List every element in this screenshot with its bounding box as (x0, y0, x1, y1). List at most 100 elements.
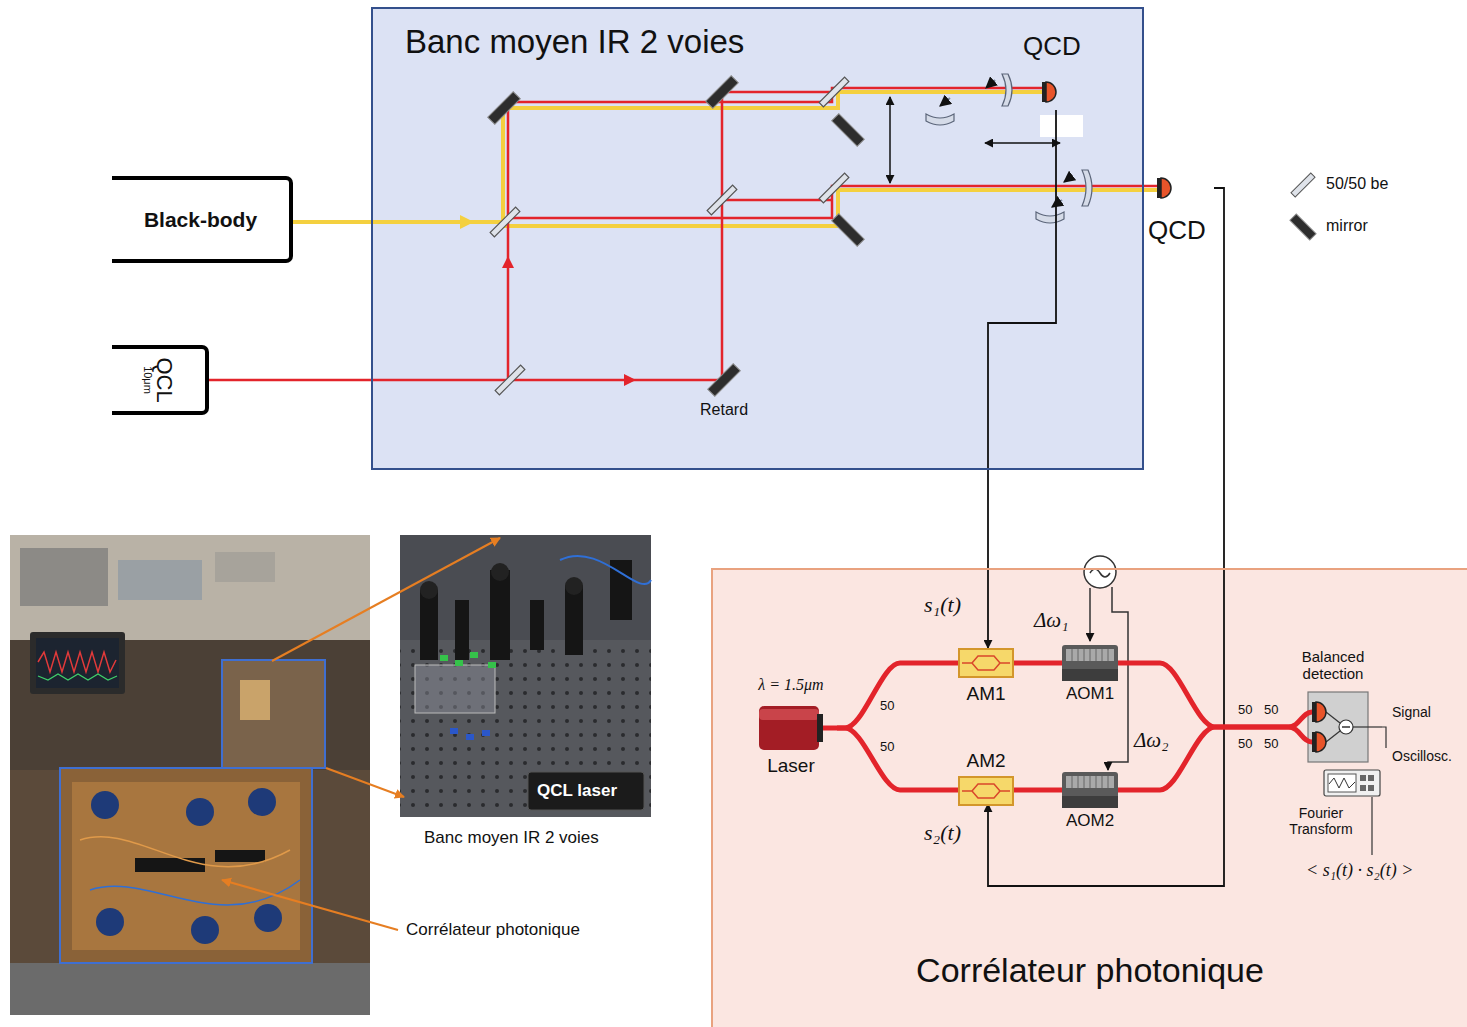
mirror-symbol (488, 76, 865, 397)
signal-label: s₁(t) (924, 592, 961, 617)
leader-line (326, 768, 404, 797)
node-text: QCD (1148, 216, 1206, 246)
mirror-swatch (1290, 214, 1316, 240)
node-text: 10μm (141, 357, 153, 402)
legend-swatch (1288, 212, 1318, 242)
lab-photo (38, 674, 117, 680)
lens-symbol (1082, 170, 1092, 206)
bench-fill (371, 7, 1144, 470)
mirror-symbol (832, 214, 865, 247)
lab-photo (10, 535, 370, 1015)
bench-panel: Banc moyen IR 2 voiesQCD (371, 7, 1144, 470)
legend-text: mirror (1326, 217, 1368, 235)
leader-line (222, 538, 500, 930)
laser: λ = 1.5μmLaser (745, 676, 837, 780)
bench-photo (420, 590, 438, 660)
beam-arrow (460, 215, 474, 229)
lab-photo (118, 560, 202, 600)
node-text: Balanced detection (1288, 648, 1378, 683)
signal-label: s₂(t) (924, 820, 961, 845)
light-beam (503, 190, 1160, 226)
bench-photo (610, 560, 632, 620)
beamsplitter-symbol (707, 185, 737, 215)
light-beam (209, 88, 1160, 380)
light-beam (508, 88, 1046, 218)
node-text: AM1 (966, 683, 1005, 705)
lab-photo (222, 660, 325, 768)
optical-fiber (1014, 661, 1062, 666)
bench-photo (400, 535, 651, 640)
lab-photo (72, 782, 300, 950)
beam-arrow (624, 374, 636, 386)
adjust-arrow (986, 80, 995, 88)
bench-photo (400, 535, 651, 817)
bench-photo (565, 585, 583, 655)
optical-fiber (1118, 663, 1288, 727)
oscilloscope: Oscillosc. (1316, 748, 1462, 798)
lab-photo (38, 652, 116, 672)
annotation-label: Δω₂ (1134, 728, 1168, 752)
light-beam (722, 92, 832, 380)
bench-photo (528, 772, 644, 810)
annotation-label: 50 (1238, 703, 1252, 718)
annotation-label: Retard (700, 401, 748, 419)
lab-photo (60, 768, 312, 963)
annotation-label: < s₁(t) · s₂(t) > (1306, 860, 1413, 881)
translation-arrow (889, 97, 891, 183)
rotated-text-group: QCL10μm (141, 357, 176, 402)
bench-photo (530, 600, 544, 650)
mirror-symbol (708, 364, 741, 397)
adjust-arrow (1052, 200, 1062, 207)
source-box: Black-body (112, 176, 293, 263)
light-beam (209, 379, 724, 382)
light-beam (293, 92, 1160, 226)
lab-photo (90, 880, 300, 905)
lab-photo (20, 548, 108, 606)
lab-photo (135, 858, 205, 872)
rf-oscillator (1090, 569, 1110, 577)
legend-swatch (1288, 170, 1318, 200)
annotation-label: QCL laser (537, 781, 617, 801)
acousto-optic-modulator: AOM2 (1062, 772, 1118, 832)
annotation-label: Banc moyen IR 2 voies (424, 828, 599, 848)
bench-photo (400, 535, 651, 817)
node-text: QCL (153, 357, 176, 402)
annotation-label: Corrélateur photonique (406, 920, 580, 940)
lab-photo (248, 788, 276, 816)
signal-wire (1382, 727, 1386, 748)
lens-symbol (1002, 74, 1012, 106)
legend-text: 50/50 be (1326, 175, 1388, 193)
lab-photo (30, 632, 125, 694)
optical-fiber (1014, 788, 1062, 793)
node-text: QCD (1023, 32, 1081, 62)
bench-photo (560, 556, 651, 584)
lab-photo (222, 660, 325, 768)
bench-photo (491, 563, 509, 581)
correlator-fill (711, 568, 1467, 1027)
blank-patch (1040, 115, 1083, 137)
node-text: λ = 1.5μm (758, 676, 823, 694)
light-beam (293, 220, 503, 224)
leader-line (272, 538, 500, 661)
beam-arrow (502, 256, 514, 268)
light-beam (209, 88, 1160, 380)
annotation-label: 50 (1264, 737, 1278, 752)
lab-photo (10, 640, 370, 770)
node-text: Oscillosc. (1392, 748, 1452, 764)
lab-photo (36, 638, 119, 688)
lens-symbol (1036, 212, 1064, 223)
signal-wire (988, 188, 1224, 886)
lab-photo (186, 798, 214, 826)
leader-line (222, 880, 398, 930)
bench-photo (565, 577, 583, 595)
lens-symbol (926, 114, 954, 125)
lab-photo (80, 837, 290, 867)
light-beam (722, 199, 832, 202)
optical-fiber (837, 728, 958, 790)
modulator: AM2 (958, 750, 1014, 804)
annotation-label: 50 (880, 740, 894, 755)
mirror-symbol (488, 92, 521, 125)
